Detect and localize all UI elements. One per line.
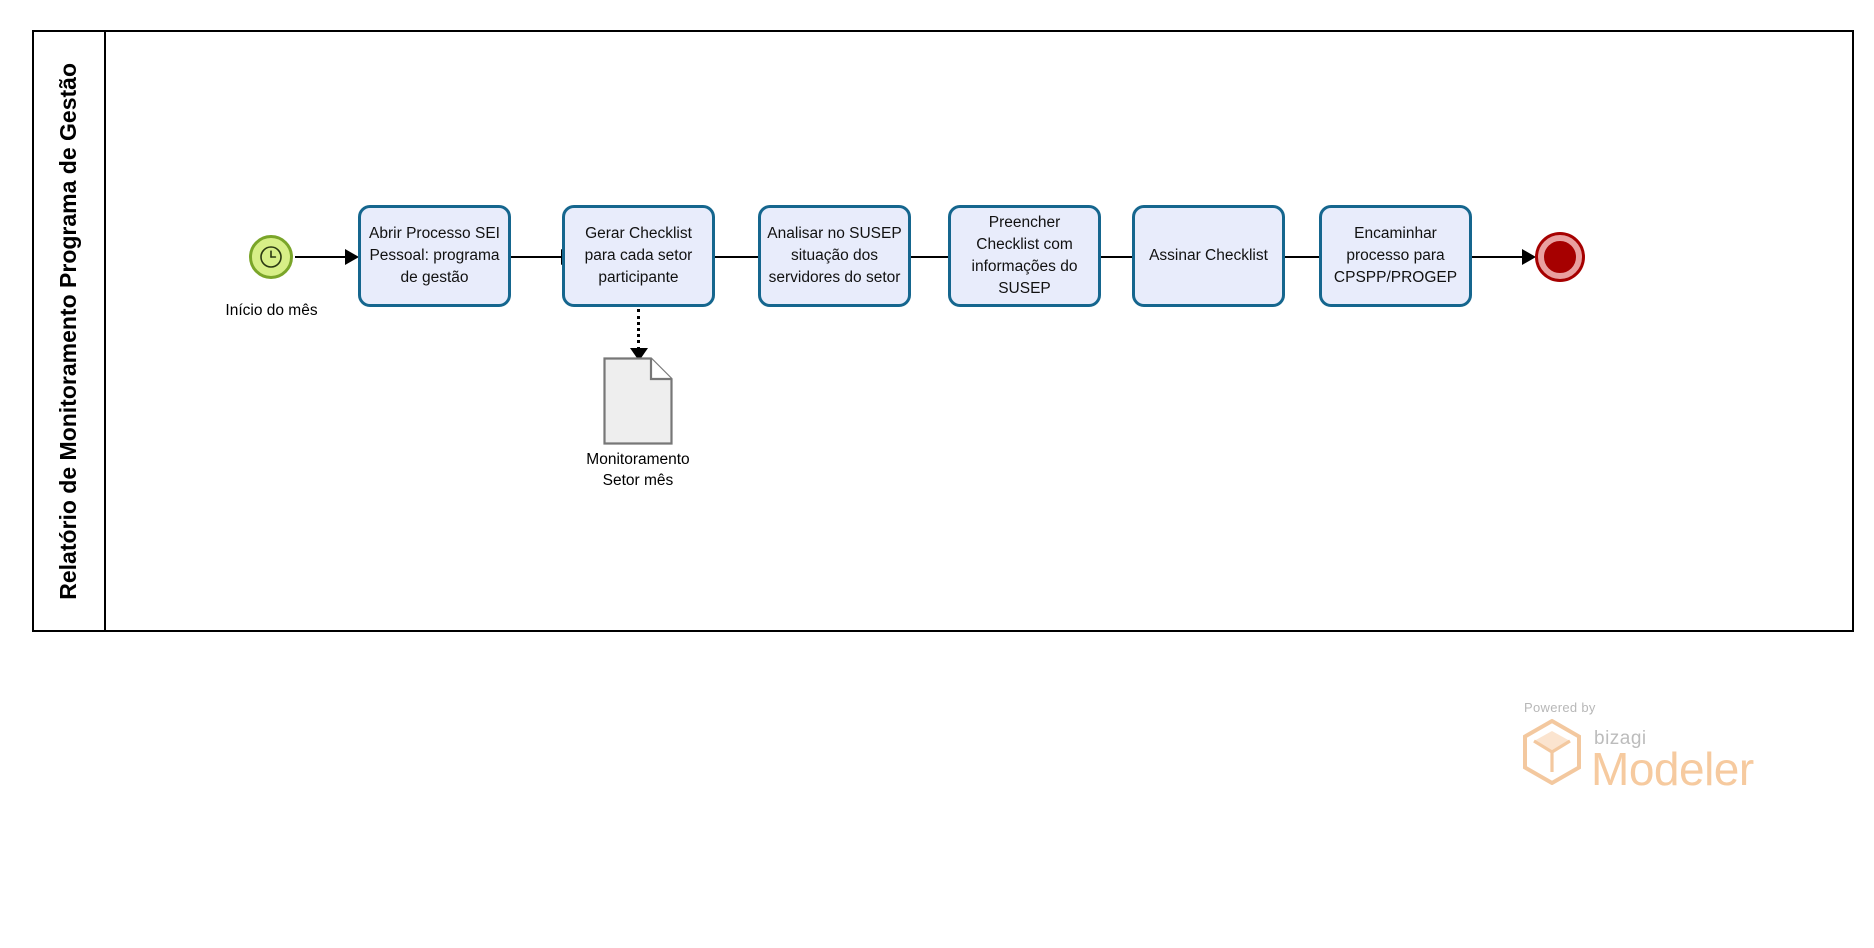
task-assinar-checklist[interactable]: Assinar Checklist [1132,205,1285,307]
bizagi-watermark: Powered by bizagi Modeler [1521,700,1821,820]
watermark-product: Modeler [1591,742,1754,795]
sequence-flow-task5-task6 [1285,256,1347,258]
lane-header: Relatório de Monitoramento Programa de G… [34,32,106,630]
start-event-timer[interactable] [249,235,293,279]
document-icon [603,357,673,445]
sequence-flow-task3-task4 [911,256,973,258]
sequence-flow-arrow [1522,249,1536,265]
lane-title: Relatório de Monitoramento Programa de G… [55,62,82,600]
task-abrir-processo-sei[interactable]: Abrir Processo SEI Pessoal: programa de … [358,205,511,307]
watermark-powered-by: Powered by [1524,700,1596,715]
association-task2-dataobject [637,309,640,350]
sequence-flow-task2-task3 [715,256,777,258]
sequence-flow-task6-end [1472,256,1534,258]
task-encaminhar-processo[interactable]: Encaminhar processo para CPSPP/PROGEP [1319,205,1472,307]
task-gerar-checklist[interactable]: Gerar Checklist para cada setor particip… [562,205,715,307]
end-event[interactable] [1538,235,1582,279]
watermark-brand: bizagi [1594,728,1647,750]
data-object-label: Monitoramento Setor mês [586,451,690,490]
task-analisar-susep[interactable]: Analisar no SUSEP situação dos servidore… [758,205,911,307]
task-preencher-checklist[interactable]: Preencher Checklist com informações do S… [948,205,1101,307]
sequence-flow-task1-task2 [511,256,573,258]
sequence-flow-start-task1 [295,256,357,258]
data-object-monitoramento[interactable]: Monitoramento Setor mês [586,357,690,489]
clock-icon [260,246,282,268]
sequence-flow-arrow [345,249,359,265]
start-event-label: Início do mês [225,302,318,319]
bizagi-hexagon-logo-icon [1521,718,1583,790]
process-pool: Relatório de Monitoramento Programa de G… [32,30,1854,632]
lane-body: Início do mês Abrir Processo SEI Pessoal… [106,32,1852,630]
